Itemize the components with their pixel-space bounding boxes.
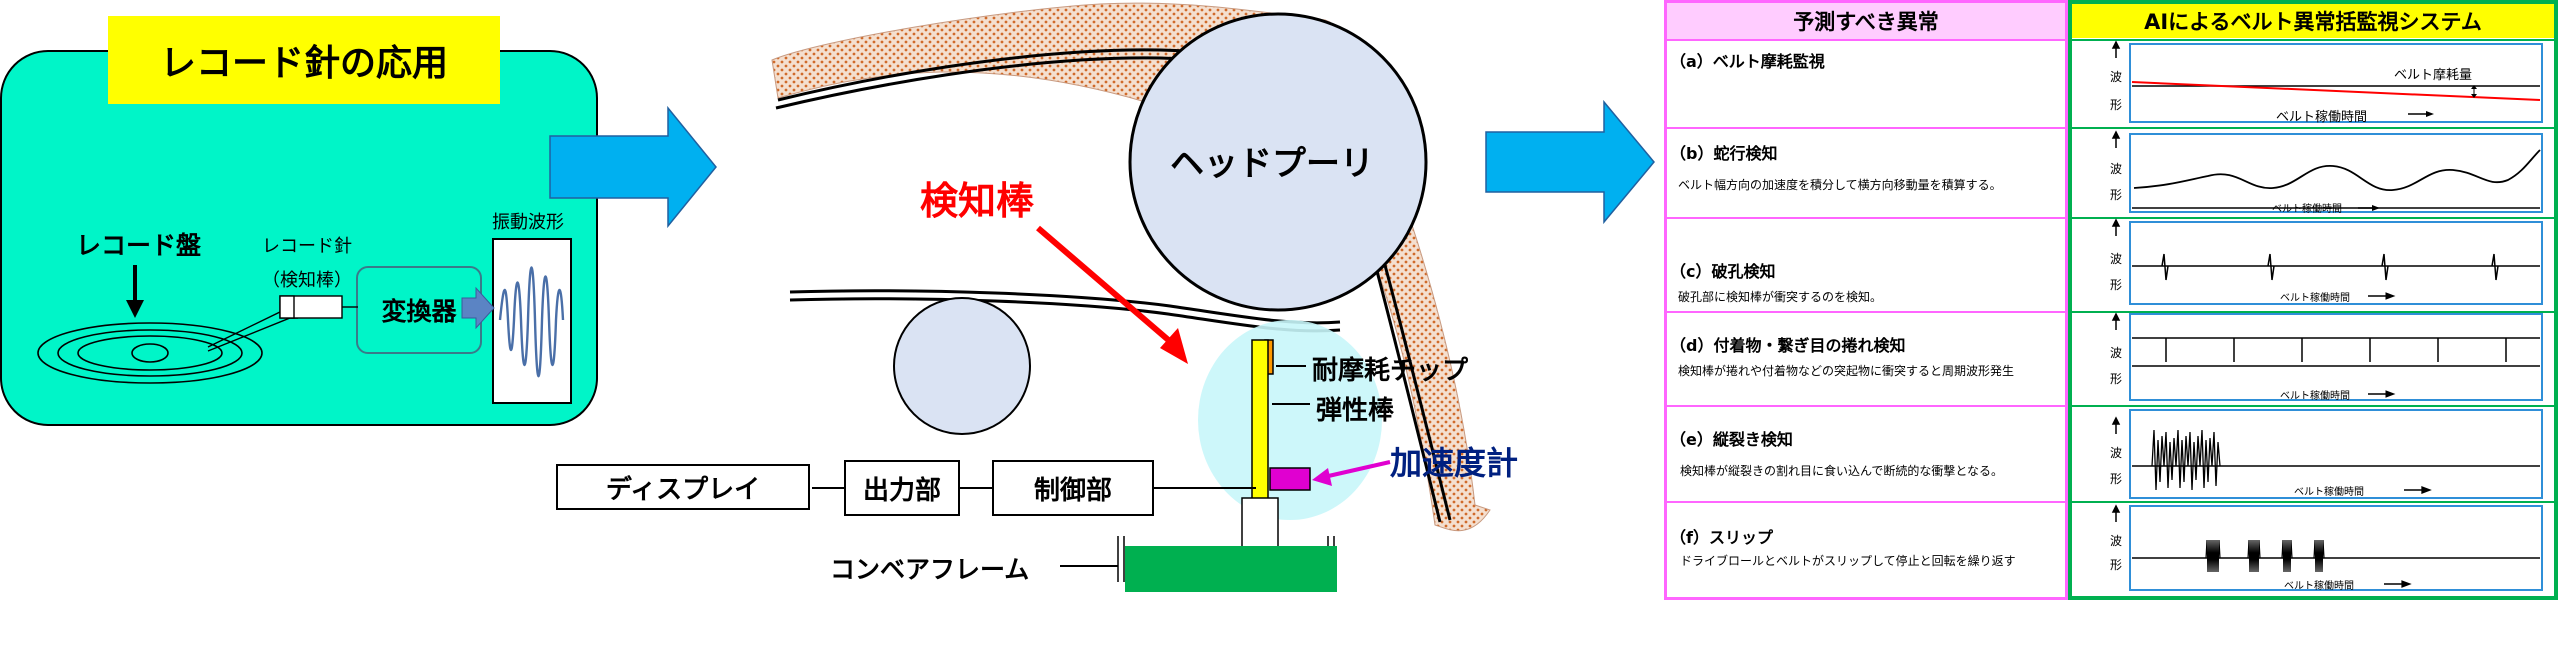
head-pulley xyxy=(1128,12,1428,312)
big-right-arrow-1-icon xyxy=(549,105,717,229)
accelerometer xyxy=(1269,467,1311,491)
wave-c-time-label: ベルト稼働時間 xyxy=(2280,293,2350,304)
row-b-desc: ベルト幅方向の加速度を積分して横方向移動量を積算する。 xyxy=(1678,178,2002,192)
row-d-title: （d）付着物・繋ぎ目の捲れ検知 xyxy=(1670,336,1906,355)
snub-pulley xyxy=(893,297,1031,435)
row-e-desc: 検知棒が縦裂きの割れ目に食い込んで断続的な衝撃となる。 xyxy=(1680,464,2004,478)
rod-base xyxy=(1241,497,1279,549)
wave-f xyxy=(2132,539,2540,588)
record-panel-graphics xyxy=(37,265,565,384)
y-axis-arrows xyxy=(2111,40,2121,522)
needle-label: レコード針 xyxy=(262,236,352,257)
wave-b-char1: 波 xyxy=(2110,162,2123,176)
wave-d-char2: 形 xyxy=(2110,372,2123,386)
display-label: ディスプレイ xyxy=(605,474,761,505)
wave-b-char2: 形 xyxy=(2110,188,2123,202)
row-c-title: （c）破孔検知 xyxy=(1670,262,1776,281)
anomaly-list-panel xyxy=(1664,0,2068,600)
wave-d xyxy=(2132,337,2540,398)
wave-f-char2: 形 xyxy=(2110,558,2123,572)
wave-d-char1: 波 xyxy=(2110,346,2123,360)
wave-b-time-label: ベルト稼働時間 xyxy=(2272,204,2342,215)
wave-c-char1: 波 xyxy=(2110,252,2123,266)
conveyor-frame-label: コンベアフレーム xyxy=(830,555,1030,584)
right-arrow-icon xyxy=(461,286,495,330)
wave-e-char2: 形 xyxy=(2110,472,2123,486)
wave-f-char1: 波 xyxy=(2110,534,2123,548)
elastic-rod xyxy=(1251,339,1269,501)
row-f-title: （f）スリップ xyxy=(1670,528,1773,547)
accelerometer-label: 加速度計 xyxy=(1390,444,1519,482)
wave-a-time-label: ベルト稼働時間 xyxy=(2276,110,2368,125)
wave-d-time-label: ベルト稼働時間 xyxy=(2280,391,2350,402)
record-disc-label: レコード盤 xyxy=(76,231,202,260)
row-b-title: （b）蛇行検知 xyxy=(1670,144,1778,163)
table-grid xyxy=(1664,39,2558,503)
record-panel-title-text: レコード針の応用 xyxy=(159,43,448,84)
waveform-label: 振動波形 xyxy=(492,212,564,233)
vibration-waveform-icon xyxy=(498,266,565,378)
wave-e-time-label: ベルト稼働時間 xyxy=(2294,487,2364,498)
magenta-arrow-icon xyxy=(1312,460,1391,486)
elastic-rod-label: 弾性棒 xyxy=(1316,396,1395,426)
red-arrow-icon xyxy=(1036,225,1188,364)
anomaly-list-header: 予測すべき異常 xyxy=(1667,3,2065,39)
wear-tip-label: 耐摩耗チップ xyxy=(1312,356,1469,386)
monitoring-header: AIによるベルト異常括監視システム xyxy=(2072,4,2554,38)
waveform-panels xyxy=(2111,40,2543,591)
record-panel-title: レコード針の応用 xyxy=(108,16,500,104)
row-e-title: （e）縦裂き検知 xyxy=(1670,430,1793,449)
row-d-desc: 検知棒が捲れや付着物などの突起物に衝突すると周期波形発生 xyxy=(1678,364,2015,378)
converter-label: 変換器 xyxy=(381,297,457,326)
wave-b xyxy=(2132,149,2541,211)
monitoring-header-text: AIによるベルト異常括監視システム xyxy=(2144,10,2482,34)
output-label: 出力部 xyxy=(862,475,941,506)
down-arrow-icon xyxy=(126,265,144,318)
wave-c-char2: 形 xyxy=(2110,278,2123,292)
control-label: 制御部 xyxy=(1033,475,1112,506)
wave-a xyxy=(2131,81,2541,117)
rod-label: 検知棒 xyxy=(920,179,1035,223)
conveyor-frame xyxy=(1125,546,1337,592)
converter-box: 変換器 xyxy=(356,266,482,354)
record-disc-icon xyxy=(37,322,263,384)
wave-e xyxy=(2132,429,2540,494)
vibration-waveform-box xyxy=(492,238,572,404)
wave-c xyxy=(2132,253,2540,300)
output-box: 出力部 xyxy=(844,460,960,516)
needle-sub-label: （検知棒） xyxy=(262,270,352,291)
wave-a-extra-label: ベルト摩耗量 xyxy=(2394,68,2473,83)
wave-e-char1: 波 xyxy=(2110,446,2123,460)
wave-a-char1: 波 xyxy=(2110,70,2123,84)
row-c-desc: 破孔部に検知棒が衝突するのを検知。 xyxy=(1678,290,1883,304)
control-box: 制御部 xyxy=(992,460,1154,516)
row-a-title: （a）ベルト摩耗監視 xyxy=(1670,52,1825,71)
monitoring-panel xyxy=(2068,0,2558,600)
wave-a-char2: 形 xyxy=(2110,98,2123,112)
display-box: ディスプレイ xyxy=(556,464,810,510)
big-right-arrow-2-icon xyxy=(1485,99,1655,225)
tone-arm-icon xyxy=(207,295,358,352)
row-f-desc: ドライブロールとベルトがスリップして停止と回転を繰り返す xyxy=(1680,554,2016,568)
sensor-highlight xyxy=(1198,320,1382,520)
wave-f-time-label: ベルト稼働時間 xyxy=(2284,581,2354,592)
anomaly-list-header-text: 予測すべき異常 xyxy=(1793,10,1939,34)
belt-diagram xyxy=(771,2,1491,592)
head-pulley-label: ヘッドプーリ xyxy=(1170,144,1374,184)
